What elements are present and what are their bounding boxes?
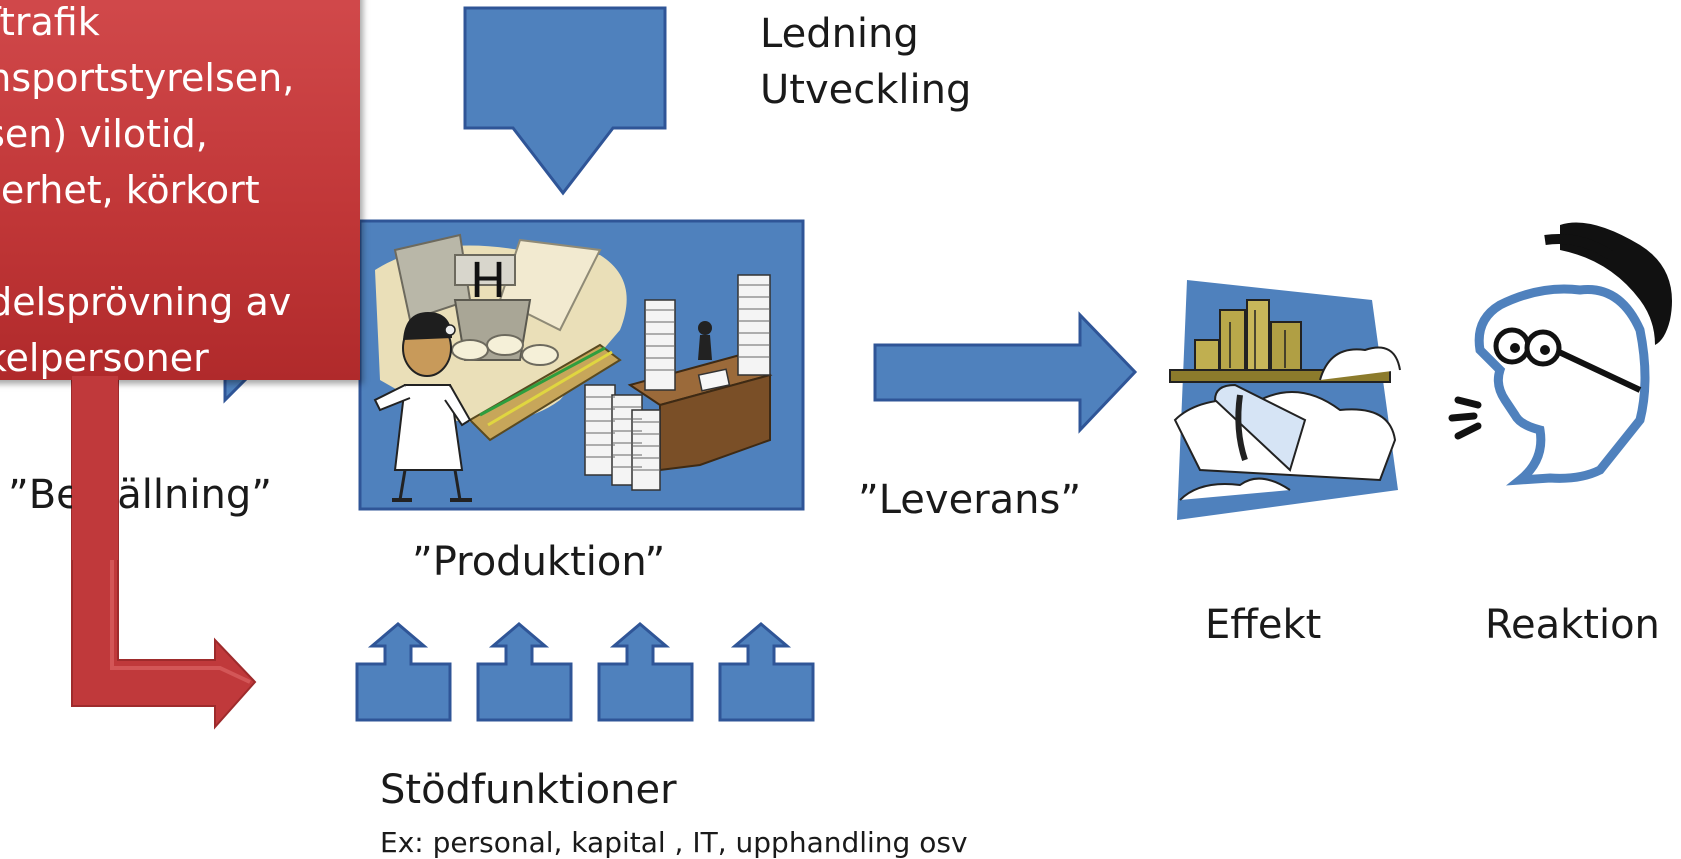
reaction-label: Reaktion [1485, 602, 1660, 648]
callout-line: ndelsprövning av [0, 280, 292, 324]
red-callout-box: äftrafik ansportstyrelsen, lisen) viloti… [0, 0, 360, 380]
effect-label: Effekt [1205, 602, 1322, 648]
callout-line: ansportstyrelsen, [0, 56, 295, 100]
delivery-label: ”Leverans” [858, 477, 1082, 523]
production-clipart-icon: H [358, 219, 805, 511]
support-title: Stödfunktioner [380, 767, 677, 813]
support-example: Ex: personal, kapital , IT, upphandling … [380, 826, 968, 859]
delivery-right-arrow [873, 311, 1138, 434]
order-label: ”Beställning” [8, 472, 272, 518]
production-label: ”Produktion” [412, 539, 666, 585]
utveckling-label: Utveckling [760, 67, 972, 113]
callout-line: lisen) vilotid, [0, 112, 208, 156]
thinking-person-icon [1448, 222, 1672, 486]
ledning-label: Ledning [760, 11, 919, 57]
callout-line: kterhet, körkort [0, 168, 260, 212]
support-box-3 [597, 622, 694, 722]
callout-line: ckelpersoner [0, 336, 209, 380]
callout-line: äftrafik [0, 0, 100, 44]
support-box-4 [718, 622, 815, 722]
callout-text: äftrafik ansportstyrelsen, lisen) viloti… [0, 0, 360, 380]
support-boxes [355, 622, 815, 722]
support-box-1 [355, 622, 452, 722]
support-box-2 [476, 622, 573, 722]
city-clipart-icon [1169, 280, 1401, 520]
red-bent-arrow [71, 354, 257, 730]
ledning-down-arrow [463, 6, 667, 196]
